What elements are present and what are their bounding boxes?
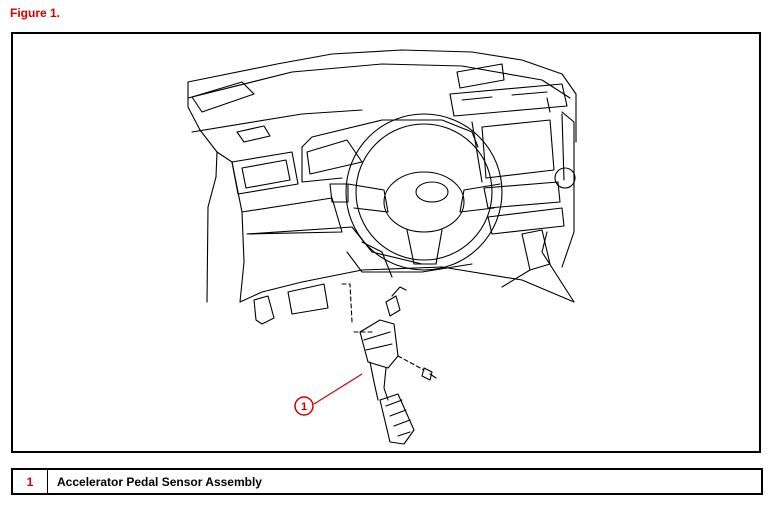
steering-spoke-left	[347, 183, 389, 213]
dash-left-panel	[216, 151, 245, 303]
accelerator-pedal-assembly	[359, 319, 415, 445]
callout-number: 1	[301, 401, 307, 413]
steering-wheel-hub	[383, 171, 465, 233]
center-upper-vent	[449, 83, 568, 117]
dashboard-lower-line	[191, 109, 363, 133]
lower-trim-edge	[239, 266, 575, 303]
brake-pedal	[287, 283, 329, 315]
steering-wheel-outer	[345, 113, 503, 271]
pedal-pad	[379, 393, 415, 445]
instrument-cluster-hood	[301, 119, 479, 148]
center-display	[481, 119, 555, 179]
hazard-panel	[456, 63, 505, 89]
defroster-vent	[191, 81, 255, 113]
dash-left-side	[187, 81, 218, 303]
dashboard-illustration: 1	[187, 49, 577, 445]
callout-1: 1	[294, 373, 363, 416]
dashboard-top-edge	[187, 49, 577, 143]
legend-number: 1	[13, 470, 48, 493]
mounting-bolt	[421, 367, 433, 381]
dashboard-upper-line	[187, 63, 571, 99]
left-air-vent	[231, 151, 299, 195]
connector-plug	[385, 295, 401, 317]
steering-spoke-right	[459, 183, 501, 213]
right-knob	[554, 167, 576, 189]
figure-title: Figure 1.	[10, 6, 61, 20]
legend-label: Accelerator Pedal Sensor Assembly	[57, 474, 262, 489]
legend-table: 1 Accelerator Pedal Sensor Assembly	[11, 468, 763, 495]
figure-frame: 1	[11, 32, 761, 453]
